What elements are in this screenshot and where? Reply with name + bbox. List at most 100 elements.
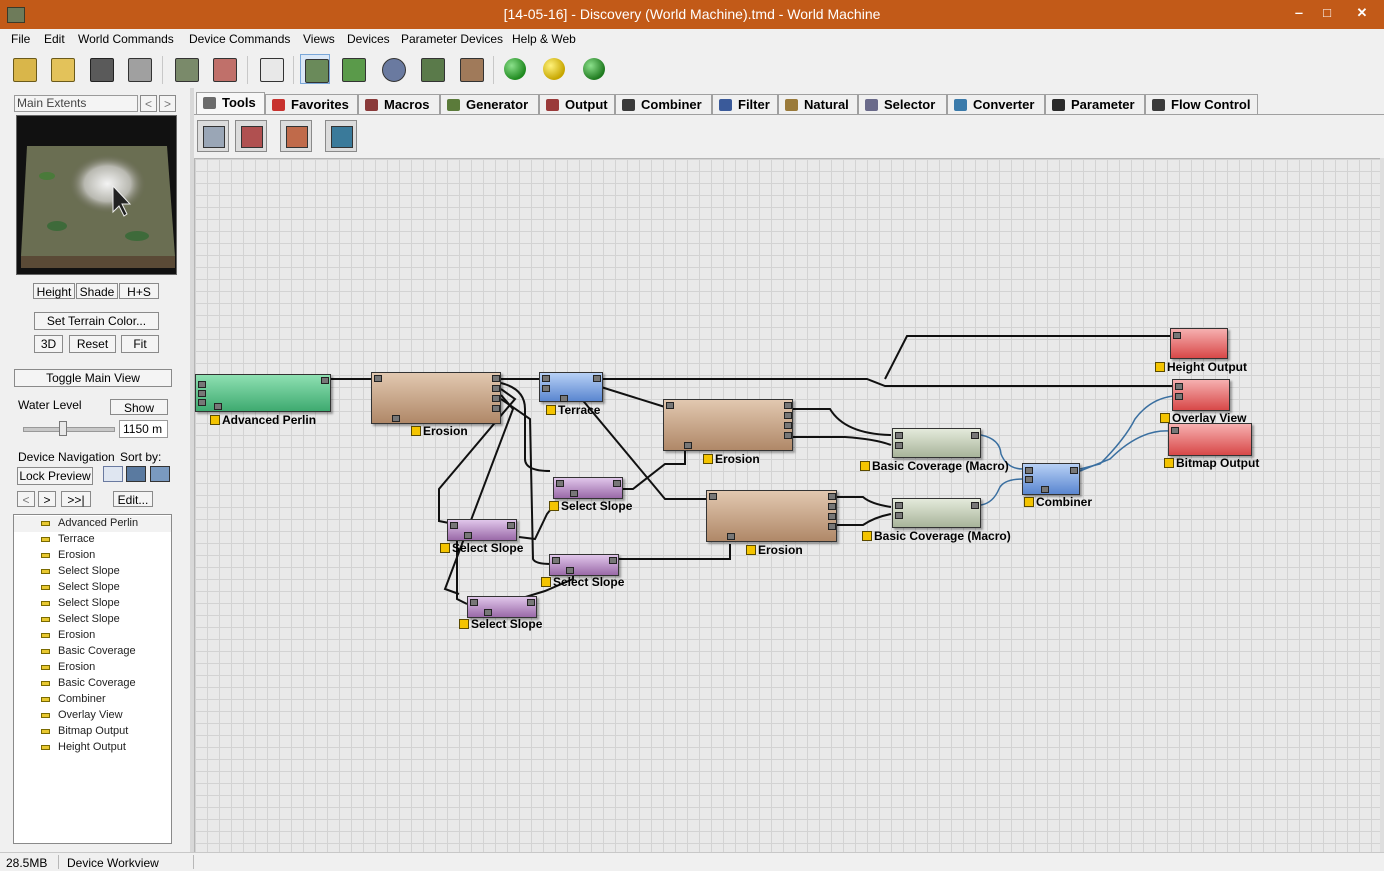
device-tree-item[interactable]: Select Slope (14, 580, 171, 596)
build-yellow-icon[interactable] (539, 54, 569, 84)
water-level-slider-track[interactable] (23, 427, 115, 432)
new-file-icon[interactable] (9, 54, 39, 84)
param-port[interactable] (727, 533, 735, 540)
output-port[interactable] (971, 502, 979, 509)
device-tree-item[interactable]: Overlay View (14, 708, 171, 724)
input-port[interactable] (542, 385, 550, 392)
tab-favorites[interactable]: Favorites (265, 94, 358, 114)
texture-view-icon[interactable] (456, 54, 486, 84)
input-port[interactable] (895, 442, 903, 449)
menu-help-web[interactable]: Help & Web (512, 32, 576, 46)
device-height-output[interactable] (1170, 328, 1228, 359)
device-tree-item[interactable]: Basic Coverage (14, 676, 171, 692)
output-port[interactable] (971, 432, 979, 439)
menu-parameter-devices[interactable]: Parameter Devices (401, 32, 504, 46)
input-port[interactable] (1025, 476, 1033, 483)
view-3d-button[interactable]: 3D (34, 335, 63, 353)
extents-prev-button[interactable]: < (140, 95, 157, 112)
input-port[interactable] (470, 599, 478, 606)
device-tree-item[interactable]: Erosion (14, 548, 171, 564)
water-level-slider-thumb[interactable] (59, 421, 67, 436)
input-port[interactable] (374, 375, 382, 382)
group-tool-icon[interactable] (235, 120, 267, 152)
device-select-slope[interactable] (447, 519, 517, 541)
tab-output[interactable]: Output (539, 94, 615, 114)
reset-view-button[interactable]: Reset (69, 335, 116, 353)
nav-next-button[interactable]: > (38, 491, 56, 507)
device-basic-coverage-macro[interactable] (892, 498, 981, 528)
input-port[interactable] (450, 522, 458, 529)
param-port[interactable] (566, 567, 574, 574)
minimize-button[interactable]: ‒ (1295, 5, 1303, 20)
globe-view-icon[interactable] (378, 54, 408, 84)
device-tree-item[interactable]: Basic Coverage (14, 644, 171, 660)
device-advanced-perlin[interactable] (195, 374, 331, 412)
output-port[interactable] (527, 599, 535, 606)
workview-scrollbar[interactable] (1380, 158, 1384, 852)
tab-filter[interactable]: Filter (712, 94, 778, 114)
toggle-main-view-button[interactable]: Toggle Main View (14, 369, 172, 387)
output-port[interactable] (784, 402, 792, 409)
output-port[interactable] (492, 395, 500, 402)
device-workview[interactable]: Advanced Perlin Erosion Terrace Erosion … (194, 158, 1381, 853)
input-port[interactable] (198, 390, 206, 397)
param-port[interactable] (560, 395, 568, 402)
tab-tools[interactable]: Tools (196, 92, 265, 115)
macro-tool-icon[interactable] (325, 120, 357, 152)
output-port[interactable] (492, 375, 500, 382)
input-port[interactable] (542, 375, 550, 382)
menu-world-commands[interactable]: World Commands (78, 32, 174, 46)
output-port[interactable] (492, 405, 500, 412)
route-tool-icon[interactable] (280, 120, 312, 152)
menu-edit[interactable]: Edit (44, 32, 65, 46)
output-port[interactable] (609, 557, 617, 564)
device-erosion[interactable] (371, 372, 501, 424)
input-port[interactable] (556, 480, 564, 487)
input-port[interactable] (198, 381, 206, 388)
tab-natural[interactable]: Natural (778, 94, 858, 114)
tab-flow-control[interactable]: Flow Control (1145, 94, 1258, 114)
close-button[interactable]: ✕ (1356, 5, 1368, 20)
set-terrain-color-button[interactable]: Set Terrain Color... (34, 312, 159, 330)
output-port[interactable] (613, 480, 621, 487)
edit-icon[interactable] (209, 54, 239, 84)
build-tiled-icon[interactable] (579, 54, 609, 84)
device-tree-item[interactable]: Erosion (14, 660, 171, 676)
tab-combiner[interactable]: Combiner (615, 94, 712, 114)
input-port[interactable] (895, 512, 903, 519)
nav-prev-button[interactable]: < (17, 491, 35, 507)
output-port[interactable] (593, 375, 601, 382)
output-port[interactable] (492, 385, 500, 392)
dice-icon[interactable] (256, 54, 286, 84)
device-combiner[interactable] (1022, 463, 1080, 495)
sort-list-icon[interactable] (103, 466, 123, 482)
show-water-button[interactable]: Show (110, 399, 168, 415)
input-port[interactable] (895, 432, 903, 439)
input-port[interactable] (709, 493, 717, 500)
param-port[interactable] (1041, 486, 1049, 493)
device-tree-item[interactable]: Terrace (14, 532, 171, 548)
output-port[interactable] (784, 432, 792, 439)
device-erosion[interactable] (663, 399, 793, 451)
sort-flow-icon[interactable] (150, 466, 170, 482)
output-port[interactable] (507, 522, 515, 529)
device-select-slope[interactable] (553, 477, 623, 499)
param-port[interactable] (684, 442, 692, 449)
extents-next-button[interactable]: > (159, 95, 176, 112)
output-port[interactable] (828, 513, 836, 520)
wand-icon[interactable] (124, 54, 154, 84)
menu-views[interactable]: Views (303, 32, 335, 46)
water-level-input[interactable]: 1150 m (119, 420, 168, 438)
sort-type-icon[interactable] (126, 466, 146, 482)
input-port[interactable] (1173, 332, 1181, 339)
input-port[interactable] (1171, 427, 1179, 434)
device-bitmap-output[interactable] (1168, 423, 1252, 456)
param-port[interactable] (570, 490, 578, 497)
terrain-view-icon[interactable] (417, 54, 447, 84)
input-port[interactable] (1025, 467, 1033, 474)
output-port[interactable] (828, 523, 836, 530)
device-tree-item[interactable]: Bitmap Output (14, 724, 171, 740)
hs-view-button[interactable]: H+S (119, 283, 159, 299)
input-port[interactable] (1175, 393, 1183, 400)
device-select-slope[interactable] (467, 596, 537, 618)
